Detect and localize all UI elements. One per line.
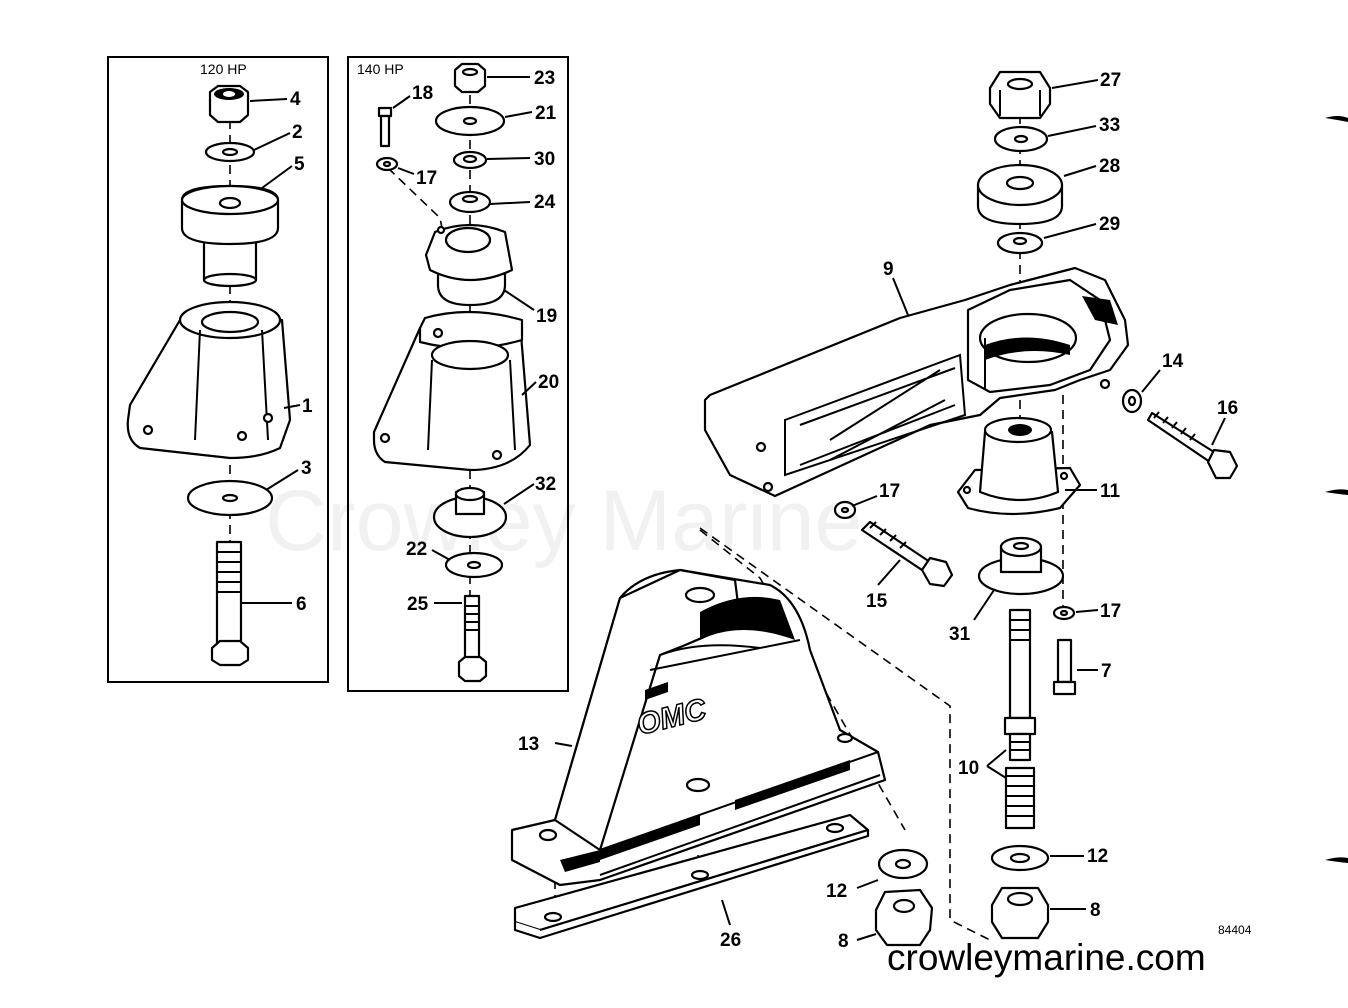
part-26-base-plate <box>513 813 870 940</box>
label-10: 10 <box>958 758 979 779</box>
label-31: 31 <box>949 624 971 645</box>
label-2: 2 <box>292 122 303 143</box>
part-30-washer <box>452 150 488 170</box>
label-9: 9 <box>883 259 894 280</box>
label-27: 27 <box>1100 70 1121 91</box>
label-17-left: 17 <box>879 481 900 502</box>
label-7: 7 <box>1101 661 1112 682</box>
part-25-bolt <box>457 594 488 683</box>
part-22-washer <box>444 551 504 579</box>
label-4: 4 <box>290 89 301 110</box>
part-5-rubber-mount <box>180 184 280 288</box>
part-27-nut <box>988 70 1052 120</box>
label-30: 30 <box>534 149 555 170</box>
axis-line-17-140hp <box>387 167 443 229</box>
label-33: 33 <box>1099 115 1120 136</box>
part-3-washer <box>186 479 274 517</box>
label-11: 11 <box>1100 481 1121 502</box>
label-3: 3 <box>301 458 312 479</box>
edge-mark-3 <box>1325 857 1348 863</box>
label-8-left: 8 <box>838 931 849 952</box>
part-29-washer <box>996 231 1044 255</box>
panel-120hp-border <box>107 56 329 683</box>
edge-mark-2 <box>1325 489 1348 495</box>
label-25: 25 <box>407 594 429 615</box>
label-6: 6 <box>296 594 307 615</box>
label-26: 26 <box>720 930 741 951</box>
part-20-bracket <box>372 310 532 472</box>
label-21: 21 <box>535 103 557 124</box>
label-12-left: 12 <box>826 881 847 902</box>
part-32-mount <box>432 486 508 539</box>
part-33-washer <box>993 125 1049 153</box>
label-23: 23 <box>534 68 555 89</box>
label-8-right: 8 <box>1090 900 1101 921</box>
label-28: 28 <box>1099 156 1120 177</box>
part-17-lockwasher-left <box>833 500 857 520</box>
label-15: 15 <box>866 591 888 612</box>
label-29: 29 <box>1099 214 1120 235</box>
part-8-nut-left <box>874 888 934 947</box>
diagram-code: 84404 <box>1218 923 1252 937</box>
panel-140hp: 140 HP <box>347 56 569 692</box>
labels-main: 27 33 28 29 9 14 16 11 17 15 31 17 7 <box>518 70 1238 952</box>
label-19: 19 <box>536 306 557 327</box>
part-31-mount <box>977 536 1065 596</box>
part-24-spacer <box>448 190 492 214</box>
part-2-washer <box>204 141 256 163</box>
part-13-base-bracket: OMC <box>510 568 887 887</box>
part-12-washer-right <box>990 844 1050 872</box>
part-12-washer-left <box>877 848 929 880</box>
label-5: 5 <box>294 154 305 175</box>
axis-line-base <box>699 527 991 941</box>
part-14-washer <box>1121 388 1143 414</box>
label-32: 32 <box>535 474 556 495</box>
label-24: 24 <box>534 192 556 213</box>
label-17-right: 17 <box>1100 601 1121 622</box>
part-7-bolt <box>1052 638 1077 696</box>
part-6-bolt <box>210 540 250 667</box>
part-18-bolt <box>377 106 393 148</box>
part-17-lockwasher-right <box>1052 605 1076 621</box>
labels-140hp: 23 21 30 24 18 17 19 20 32 22 25 <box>392 68 559 615</box>
label-20: 20 <box>538 372 559 393</box>
part-28-cushion <box>976 163 1064 226</box>
panel-140hp-title: 140 HP <box>357 61 404 77</box>
panel-120hp: 120 HP <box>107 56 329 683</box>
part-23-nut <box>453 62 487 94</box>
part-17-lockwasher <box>375 156 399 172</box>
footer-url: crowleymarine.com <box>887 937 1206 978</box>
label-14: 14 <box>1162 351 1184 372</box>
part-10-adjusting-stud <box>1003 608 1037 830</box>
part-9-arm-bracket <box>703 266 1130 498</box>
part-21-washer <box>434 105 506 137</box>
part-8-nut-right <box>990 886 1050 940</box>
part-4-locknut <box>208 84 250 124</box>
label-18: 18 <box>412 83 433 104</box>
edge-mark-1 <box>1325 116 1348 122</box>
label-17-140hp: 17 <box>416 168 437 189</box>
main-assembly: OMC 27 33 28 29 <box>510 70 1239 952</box>
label-12-right: 12 <box>1087 846 1108 867</box>
panel-120hp-title: 120 HP <box>200 61 247 77</box>
label-13: 13 <box>518 734 539 755</box>
label-22: 22 <box>406 539 427 560</box>
part-11-rubber-mount <box>956 416 1082 516</box>
part-15-bolt <box>860 520 954 588</box>
labels-120hp: 4 2 5 1 3 6 <box>242 89 313 615</box>
panel-140hp-border <box>347 56 569 692</box>
part-16-bolt <box>1146 411 1239 480</box>
label-1: 1 <box>302 396 313 417</box>
part-1-bracket-housing <box>126 300 292 460</box>
part-19-rubber-mount <box>424 223 514 307</box>
label-16: 16 <box>1217 398 1238 419</box>
